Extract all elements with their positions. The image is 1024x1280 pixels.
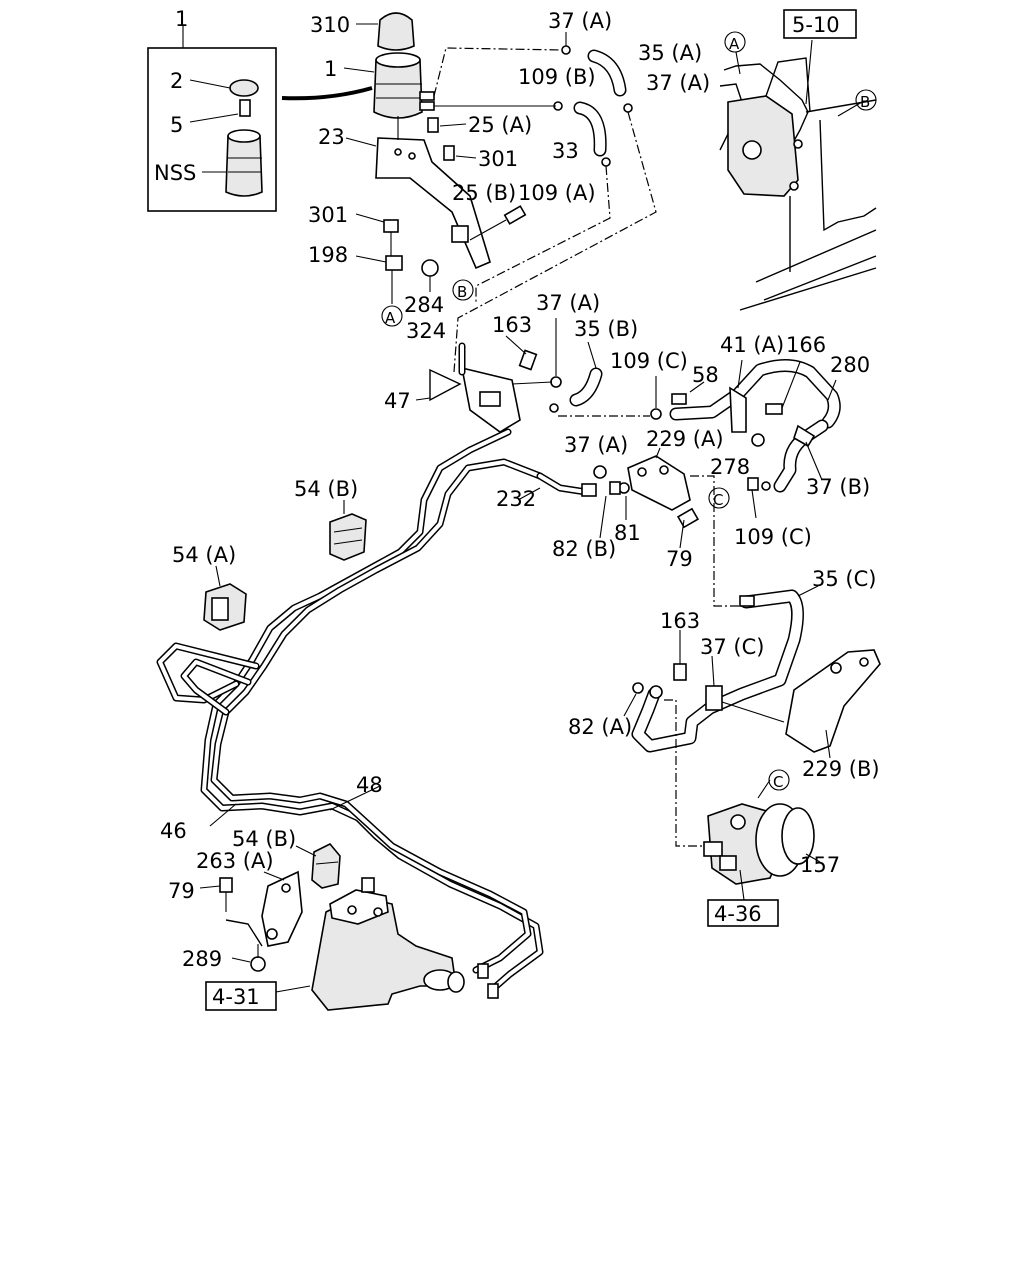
circled-c-mid: C [713,491,723,509]
pump-assembly [703,779,821,927]
ref-label-4-31: 4-31 [212,985,260,1009]
callout-310: 310 [310,13,350,37]
valve-block [415,318,650,433]
clamps [203,500,367,889]
callout-54a: 54 (A) [172,543,236,567]
callout-229a: 229 (A) [646,427,724,451]
circled-b-left: B [457,283,467,301]
upper-hoses [433,32,657,373]
callout-35c: 35 (C) [812,567,876,591]
callout-47: 47 [384,389,411,413]
callout-46: 46 [160,819,187,843]
ref-label-4-36: 4-36 [714,902,762,926]
callout-37a-top: 37 (A) [548,9,612,33]
callout-280: 280 [830,353,870,377]
callout-33: 33 [552,139,579,163]
callout-1-reservoir: 1 [324,57,337,81]
callout-301-lower: 301 [308,203,348,227]
callout-232: 232 [496,487,536,511]
circled-letters [381,31,877,791]
callout-166: 166 [786,333,826,357]
pressure-hose [623,585,881,847]
circled-a-right: A [729,35,740,53]
callout-23: 23 [318,125,345,149]
callout-278: 278 [710,455,750,479]
callout-163-upper: 163 [492,313,532,337]
callout-35b: 35 (B) [574,317,638,341]
callout-157: 157 [800,853,840,877]
callout-229b: 229 (B) [802,757,880,781]
callout-54b-lower: 54 (B) [232,827,296,851]
ref-box-5-10 [783,9,857,39]
callout-37a-4: 37 (A) [564,433,628,457]
steering-gear [199,870,465,1011]
circled-a-left: A [385,309,396,327]
callout-35a: 35 (A) [638,41,702,65]
callout-2: 2 [170,69,183,93]
frame-detail [719,39,877,311]
return-hose-right [650,359,841,519]
callout-37a-3: 37 (A) [536,291,600,315]
circled-b-right: B [860,93,870,111]
callout-109a: 109 (A) [518,181,596,205]
callout-1-kit: 1 [175,7,188,31]
callout-198: 198 [308,243,348,267]
reservoir-assembly [281,12,527,304]
callout-163-lower: 163 [660,609,700,633]
callout-37b: 37 (B) [806,475,870,499]
callout-79-lower: 79 [168,879,195,903]
callout-37c: 37 (C) [700,635,764,659]
callout-82b: 82 (B) [552,537,616,561]
callout-5: 5 [170,113,183,137]
callout-289: 289 [182,947,222,971]
callout-109c-lower: 109 (C) [734,525,812,549]
callout-labels: 1 310 1 2 5 NSS 23 37 (A) 35 (A) 109 (B)… [154,7,880,1009]
bracket-229a [593,447,740,607]
callout-79-upper: 79 [666,547,693,571]
callout-284: 284 [404,293,444,317]
callout-109b: 109 (B) [518,65,596,89]
ref-label-5-10: 5-10 [792,13,840,37]
callout-81: 81 [614,521,641,545]
callout-58: 58 [692,363,719,387]
callout-37a-2: 37 (A) [646,71,710,95]
callout-25b: 25 (B) [452,181,516,205]
callout-25a: 25 (A) [468,113,532,137]
callout-82a: 82 (A) [568,715,632,739]
callout-324: 324 [406,319,446,343]
circled-c-pump: C [773,773,783,791]
callout-nss: NSS [154,161,196,185]
callout-301-upper: 301 [478,147,518,171]
callout-48: 48 [356,773,383,797]
callout-263a: 263 (A) [196,849,274,873]
reservoir-kit-group [147,26,277,212]
callout-109c-upper: 109 (C) [610,349,688,373]
callout-54b-upper: 54 (B) [294,477,358,501]
hard-lines [156,428,597,999]
callout-41a: 41 (A) [720,333,784,357]
